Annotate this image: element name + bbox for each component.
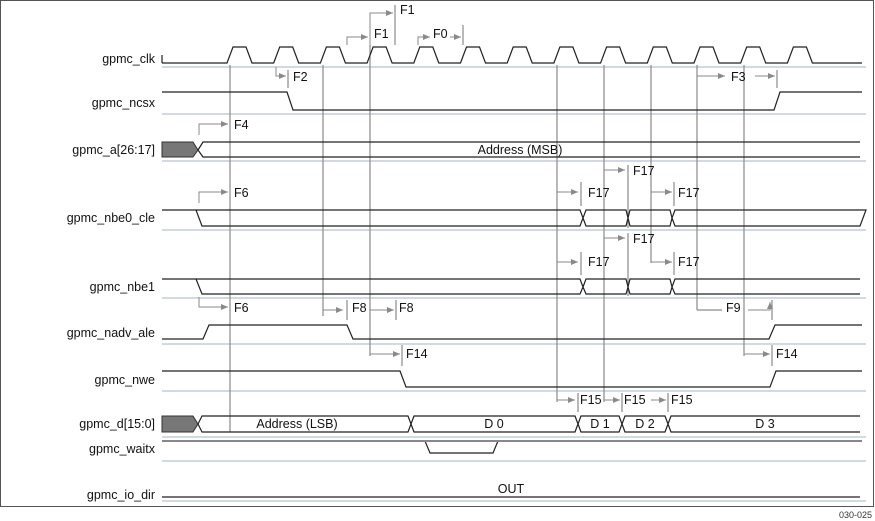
signal-label-waitx: gpmc_waitx [89,442,156,456]
d2-label: D 2 [635,417,655,431]
signal-label-clk: gpmc_clk [102,52,156,66]
signal-label-d: gpmc_d[15:0] [79,417,155,431]
timing-label: F2 [293,70,308,84]
timing-label: F14 [776,347,798,361]
signal-label-nbe1: gpmc_nbe1 [90,280,155,294]
nwe-waveform [162,370,862,388]
io-dir-label: OUT [498,482,525,496]
timing-label: F8 [352,301,367,315]
signal-label-ncsx: gpmc_ncsx [92,96,156,110]
timing-label: F17 [633,232,655,246]
timing-label: F3 [731,70,746,84]
io-dir-waveform: OUT [162,482,860,498]
address-msb-label: Address (MSB) [478,143,563,157]
timing-label: F15 [624,393,646,407]
signal-label-a: gpmc_a[26:17] [72,143,155,157]
ncsx-waveform [162,91,862,111]
timing-label: F4 [234,118,249,132]
timing-arrows [198,5,778,412]
nadv-ale-waveform [162,324,862,340]
d3-label: D 3 [755,417,775,431]
nbe1-waveform [162,278,860,295]
timing-label: F17 [588,255,610,269]
d1-label: D 1 [590,417,610,431]
diagram-frame [0,0,874,507]
timing-label: F6 [234,186,249,200]
timing-label: F17 [678,186,700,200]
nbe0-waveform [162,209,867,227]
timing-label: F6 [234,301,249,315]
signal-label-nbe0: gpmc_nbe0_cle [67,211,155,225]
data-bus: Address (LSB) D 0 D 1 D 2 D 3 [161,415,860,433]
timing-label: F17 [633,164,655,178]
address-lsb-label: Address (LSB) [256,417,337,431]
address-msb-bus: Address (MSB) [161,141,860,158]
signal-label-nadv: gpmc_nadv_ale [67,326,155,340]
timing-label: F14 [406,347,428,361]
signal-label-nwe: gpmc_nwe [95,373,155,387]
timing-label: F1 [400,3,415,17]
timing-label: F9 [726,301,741,315]
timing-label: F0 [433,27,448,41]
timing-label: F8 [399,301,414,315]
timing-label: F17 [678,255,700,269]
signal-labels: gpmc_clk gpmc_ncsx gpmc_a[26:17] gpmc_nb… [67,52,156,502]
timing-label: F15 [671,393,693,407]
waitx-waveform [162,440,862,454]
timing-labels: F1 F1 F0 F2 F3 F4 F6 F17 F17 F17 F17 F17… [234,3,798,407]
figure-id: 030-025 [839,510,872,520]
signal-label-io-dir: gpmc_io_dir [87,488,155,502]
row-separators [162,66,866,502]
timing-label: F17 [588,186,610,200]
timing-label: F15 [580,393,602,407]
clock-waveform [161,46,862,64]
undefined-region [161,141,199,158]
reference-lines [229,45,745,432]
timing-label: F1 [374,27,389,41]
d0-label: D 0 [484,417,504,431]
undefined-region [161,415,199,433]
